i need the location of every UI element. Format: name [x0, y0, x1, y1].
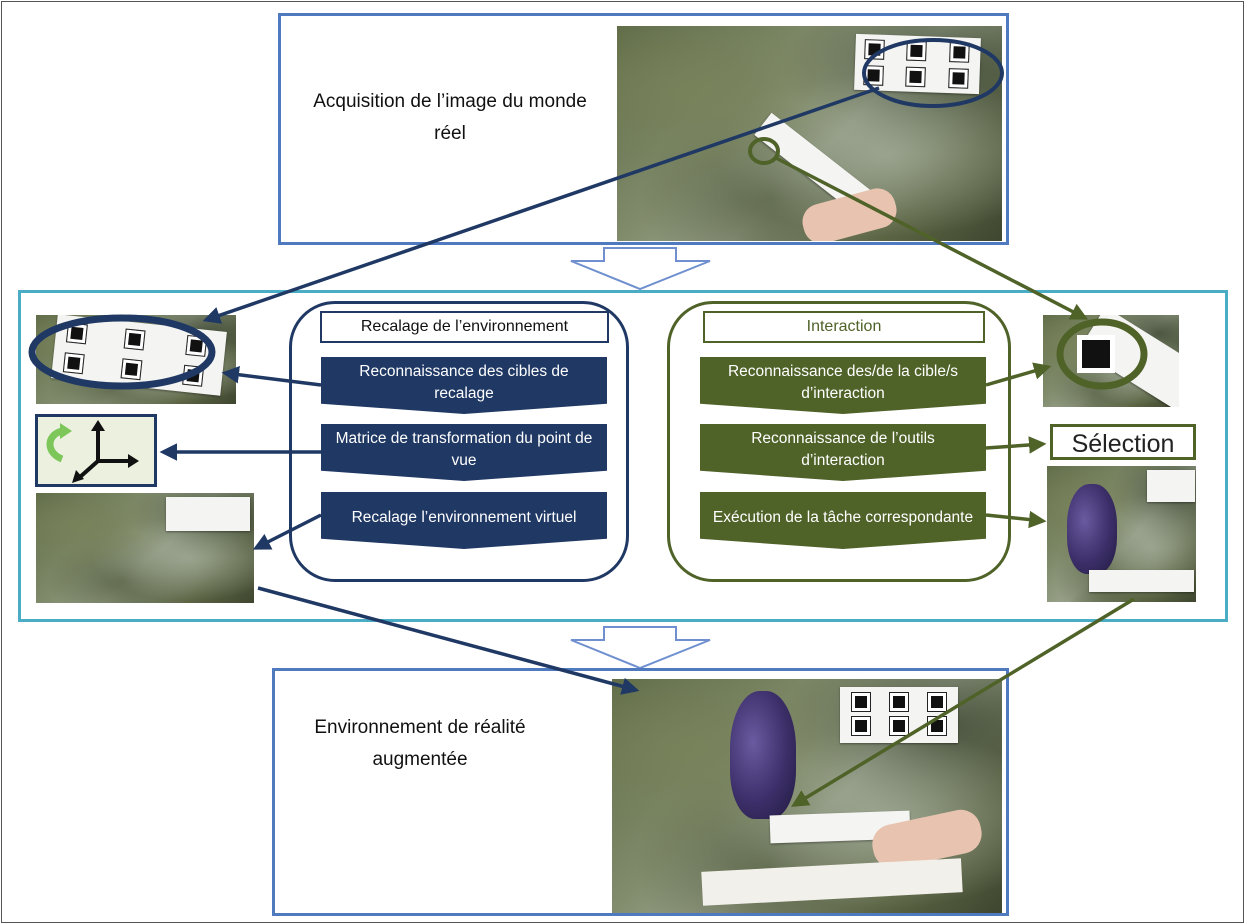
selection-tool-card [1089, 570, 1194, 592]
transform-matrix-panel [35, 414, 157, 487]
marker-icon [851, 692, 871, 712]
augmented-reality-photo [612, 679, 1002, 913]
registration-card [1147, 470, 1195, 502]
marker-icon [182, 364, 205, 387]
real-world-photo [617, 26, 1002, 241]
step-target-recognition: Reconnaissance des cibles de recalage [321, 357, 607, 414]
marker-icon [927, 716, 947, 736]
augmented-reality-caption: Environnement de réalité augmentée [314, 717, 526, 770]
registration-card [51, 315, 227, 396]
marker-icon [120, 358, 143, 381]
marker-icon [905, 66, 926, 88]
registration-stage-title: Recalage de l’environnement [320, 311, 609, 343]
marker-icon [851, 716, 871, 736]
step-interaction-target-recognition: Reconnaissance des/de la cible/s d’inter… [700, 357, 986, 414]
marker-icon [949, 42, 970, 63]
step-transform-matrix: Matrice de transformation du point de vu… [321, 424, 607, 481]
marker-icon [927, 692, 947, 712]
marker-icon [65, 322, 88, 345]
marker-icon [889, 692, 909, 712]
marker-icon [1077, 335, 1115, 373]
registration-card [854, 33, 981, 95]
marker-icon [948, 68, 969, 89]
marker-icon [62, 352, 85, 375]
axes-icon [46, 420, 139, 483]
step-task-execution: Exécution de la tâche correspondante [700, 492, 986, 549]
paper-sheet [701, 858, 963, 906]
marker-icon [889, 716, 909, 736]
step-virtual-registration: Recalage l’environnement virtuel [321, 492, 607, 549]
registration-targets-photo [36, 315, 236, 404]
interaction-target-photo [1043, 315, 1179, 407]
marker-icon [863, 65, 884, 86]
registration-card [166, 497, 250, 531]
down-arrow-icon [570, 247, 711, 291]
interaction-stage-title: Interaction [703, 311, 985, 343]
down-arrow-icon [570, 626, 711, 670]
selection-tool-label: Sélection [1050, 424, 1196, 460]
task-result-photo [1047, 466, 1196, 602]
amphora-icon [1067, 484, 1117, 574]
marker-icon [185, 334, 208, 357]
amphora-icon [730, 691, 796, 819]
marker-icon [906, 40, 927, 62]
marker-icon [864, 39, 885, 60]
step-tool-recognition: Reconnaissance de l’outils d’interaction [700, 424, 986, 481]
marker-icon [123, 328, 146, 351]
registration-card [840, 687, 958, 743]
acquisition-caption: Acquisition de l’image du monde réel [313, 91, 587, 144]
virtual-environment-photo [36, 493, 254, 603]
